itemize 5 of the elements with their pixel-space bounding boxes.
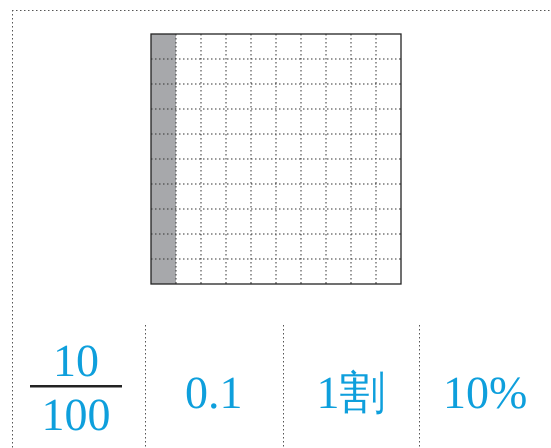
decimal-value: 0.1 [185,368,242,418]
denominator: 100 [42,390,110,440]
ratio-value: 1割 [316,368,386,418]
numerator: 10 [53,336,99,386]
percent-value: 10% [443,368,528,418]
